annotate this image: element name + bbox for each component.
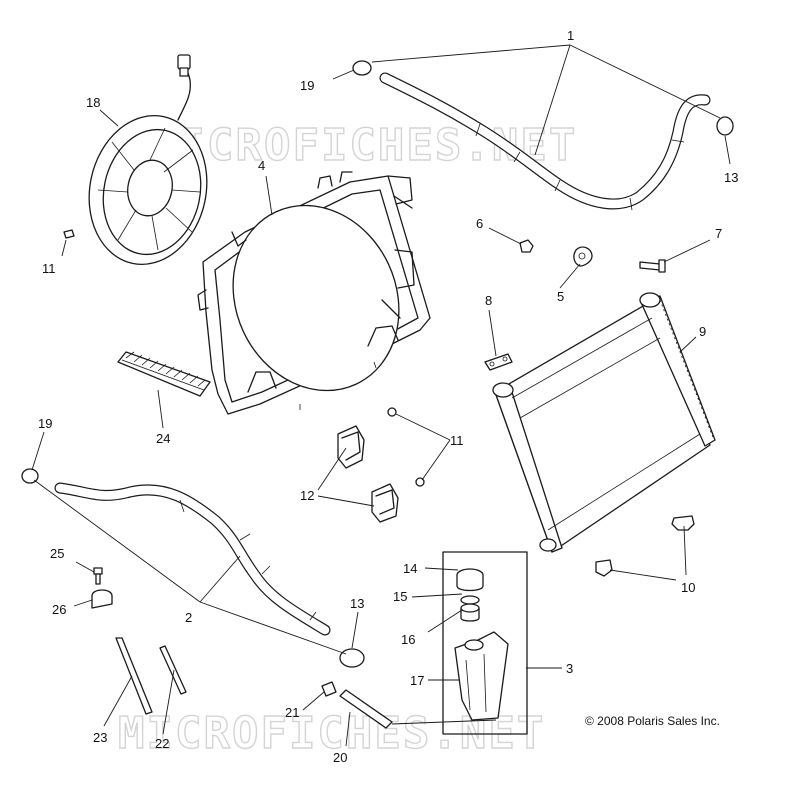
callout-2: 2	[185, 610, 192, 625]
part-cooling-fan	[88, 54, 208, 265]
callout-12: 12	[300, 488, 314, 503]
copyright-notice: © 2008 Polaris Sales Inc.	[585, 714, 720, 728]
part-reservoir-assembly	[442, 551, 528, 735]
callout-16: 16	[401, 632, 415, 647]
callout-14: 14	[403, 561, 417, 576]
callout-25: 25	[50, 546, 64, 561]
callout-13-upper: 13	[724, 170, 738, 185]
callout-7: 7	[715, 226, 722, 241]
callout-24: 24	[156, 431, 170, 446]
callout-3: 3	[566, 661, 573, 676]
callout-17: 17	[410, 673, 424, 688]
callout-4: 4	[258, 158, 265, 173]
part-bolt-7	[639, 259, 666, 273]
part-grommet-5	[573, 246, 593, 267]
callout-11-fan: 11	[42, 261, 56, 276]
callout-18: 18	[86, 95, 100, 110]
leader-lines	[31, 44, 731, 747]
callout-19-upper: 19	[300, 78, 314, 93]
callout-1: 1	[567, 28, 574, 43]
callout-15: 15	[393, 589, 407, 604]
callout-26: 26	[52, 602, 66, 617]
callout-19-lower: 19	[38, 416, 52, 431]
part-clip-26	[91, 589, 113, 609]
callout-labels: 1 2 3 4 5 6 7 8 9 10 11 11 12 13 13 14 1…	[38, 28, 738, 765]
callout-13-lower: 13	[350, 596, 364, 611]
part-screw-25	[93, 567, 103, 585]
part-foam-sleeve	[117, 351, 211, 397]
callout-8: 8	[485, 293, 492, 308]
part-upper-hose	[352, 60, 734, 211]
part-cable-tie-22	[159, 645, 187, 695]
part-overflow-hose-20	[339, 689, 497, 729]
callout-9: 9	[699, 324, 706, 339]
part-bolts-11	[63, 229, 425, 487]
callout-22: 22	[155, 736, 169, 751]
part-clamp-21	[321, 681, 337, 697]
part-mounts-12	[337, 425, 399, 523]
part-fan-shroud	[197, 171, 431, 415]
part-cable-tie-23	[115, 637, 153, 715]
part-lower-hose	[21, 468, 365, 668]
callout-20: 20	[333, 750, 347, 765]
callout-11-shroud: 11	[450, 433, 464, 448]
part-grommets-10	[595, 515, 695, 577]
part-radiator	[492, 292, 716, 553]
part-grommet-6	[519, 239, 534, 253]
callout-21: 21	[285, 705, 299, 720]
part-bracket-8	[484, 353, 513, 371]
callout-23: 23	[93, 730, 107, 745]
callout-5: 5	[557, 289, 564, 304]
callout-6: 6	[476, 216, 483, 231]
callout-10: 10	[681, 580, 695, 595]
